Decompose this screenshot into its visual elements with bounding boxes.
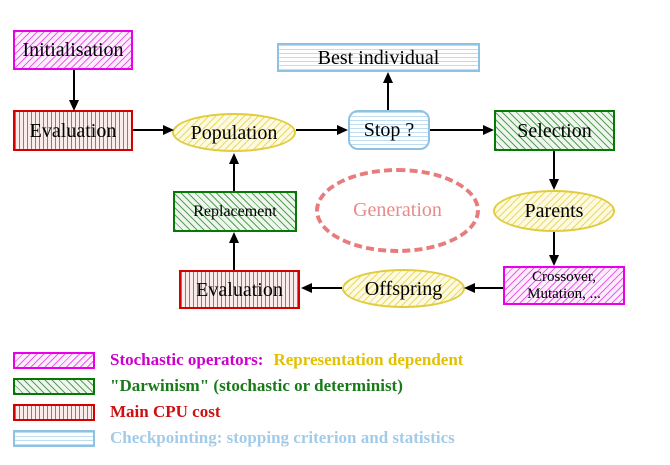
legend-swatch-red-vertical-hatch xyxy=(13,403,95,421)
node-generation: Generation xyxy=(315,168,480,253)
arrow-parents-to-crossover-line xyxy=(553,232,555,256)
legend-swatch-green-diagonal-hatch xyxy=(13,377,95,395)
node-stop: Stop ? xyxy=(348,110,430,150)
arrow-selection-to-parents-head xyxy=(549,179,559,190)
arrow-evaluation-to-population-head xyxy=(163,125,174,135)
arrow-crossover-to-offspring-head xyxy=(464,283,475,293)
arrow-stop-to-selection-head xyxy=(483,125,494,135)
arrow-parents-to-crossover-head xyxy=(549,255,559,266)
legend-swatch-cyan-horizontal-hatch xyxy=(13,429,95,447)
node-evaluation-top: Evaluation xyxy=(13,110,133,151)
node-replacement: Replacement xyxy=(173,191,297,232)
arrow-offspring-to-evaluation-line xyxy=(311,287,342,289)
arrow-stop-to-best-individual-head xyxy=(383,72,393,83)
node-selection: Selection xyxy=(494,110,615,151)
legend-row-darwinism: "Darwinism" (stochastic or determinist) xyxy=(13,376,403,396)
legend-row-checkpointing: Checkpointing: stopping criterion and st… xyxy=(13,428,455,448)
arrow-evaluation-to-population-line xyxy=(133,129,165,131)
node-crossover-mutation: Crossover, Mutation, ... xyxy=(503,266,625,305)
legend-label-checkpointing: Checkpointing: stopping criterion and st… xyxy=(110,428,455,447)
arrow-stop-to-selection-line xyxy=(430,129,484,131)
node-offspring: Offspring xyxy=(342,269,465,308)
node-evaluation-bottom: Evaluation xyxy=(179,270,300,309)
legend-label-representation-dependent: Representation dependent xyxy=(273,350,464,369)
node-parents: Parents xyxy=(493,190,615,232)
legend-label-main-cpu-cost: Main CPU cost xyxy=(110,402,221,421)
arrow-replacement-to-population-head xyxy=(229,153,239,164)
node-initialisation: Initialisation xyxy=(13,30,133,70)
legend-swatch-magenta-diagonal-hatch xyxy=(13,351,95,369)
arrow-population-to-stop-head xyxy=(337,125,348,135)
arrow-selection-to-parents-line xyxy=(553,151,555,180)
legend-label-darwinism: "Darwinism" (stochastic or determinist) xyxy=(110,376,403,395)
legend-row-stochastic-operators: Stochastic operators: Representation dep… xyxy=(13,350,463,370)
node-population: Population xyxy=(172,113,296,152)
node-best-individual: Best individual xyxy=(277,43,480,72)
legend-label-stochastic-operators: Stochastic operators: xyxy=(110,350,264,369)
arrow-population-to-stop-line xyxy=(296,129,338,131)
arrow-offspring-to-evaluation-head xyxy=(301,283,312,293)
arrow-evaluation-to-replacement-head xyxy=(229,232,239,243)
arrow-crossover-to-offspring-line xyxy=(474,287,503,289)
legend-row-main-cpu-cost: Main CPU cost xyxy=(13,402,220,422)
arrow-replacement-to-population-line xyxy=(233,163,235,191)
arrow-initialisation-to-evaluation-line xyxy=(73,70,75,102)
arrow-evaluation-to-replacement-line xyxy=(233,242,235,270)
arrow-initialisation-to-evaluation-head xyxy=(69,100,79,111)
arrow-stop-to-best-individual-line xyxy=(387,82,389,110)
